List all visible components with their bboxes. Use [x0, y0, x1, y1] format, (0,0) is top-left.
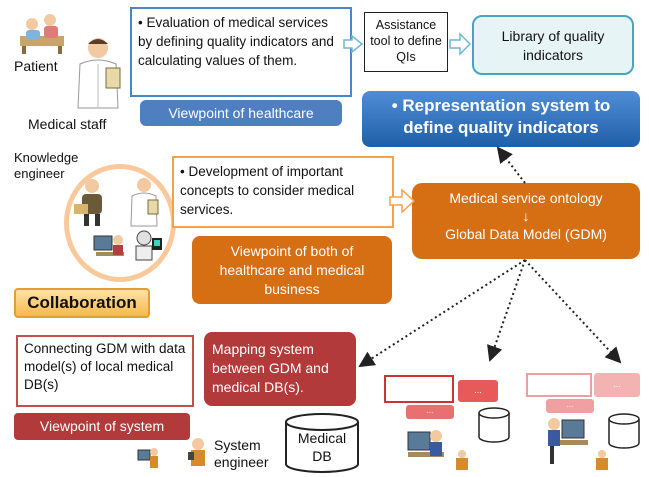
doctor-illustration — [70, 34, 130, 112]
local-engineer-illustration-1 — [452, 448, 472, 472]
viewpoint-system-text: Viewpoint of system — [39, 418, 165, 434]
library-box: Library of quality indicators — [472, 15, 634, 75]
collaboration-badge: Collaboration — [14, 288, 150, 318]
mapping-box: Mapping system between GDM and medical D… — [204, 332, 356, 406]
assistance-tool-text: Assistance tool to define QIs — [370, 18, 442, 64]
viewpoint-system-badge: Viewpoint of system — [14, 413, 190, 440]
engineer-illustration — [70, 176, 116, 228]
robot-illustration — [130, 228, 164, 266]
local-schema-tag-3: ... — [594, 373, 640, 397]
evaluation-box: • Evaluation of medical services by defi… — [130, 7, 352, 97]
representation-box: • Representation system to define qualit… — [362, 91, 640, 147]
dotted-arrow-to-representation — [496, 146, 526, 184]
local-schema-tag-1: ... — [458, 380, 498, 402]
local-db-cylinder-1 — [478, 407, 510, 443]
ellipsis-text-2: ... — [426, 406, 434, 415]
dotted-arrow-to-middle-local — [487, 259, 526, 362]
medical-db-label: Medical DB — [297, 430, 347, 464]
ellipsis-text-1: ... — [474, 385, 482, 395]
arrow-tool-to-library — [449, 32, 472, 56]
system-engineer-label: System engineer — [214, 437, 269, 470]
medical-db-cylinder — [285, 413, 359, 473]
connecting-text: Connecting GDM with data model(s) of loc… — [24, 341, 186, 392]
connecting-box: Connecting GDM with data model(s) of loc… — [16, 335, 194, 407]
knowledge-engineer-label: Knowledge engineer — [14, 150, 79, 181]
system-engineer-illustration-2 — [186, 436, 212, 470]
local-schema-tag-2: ... — [406, 405, 454, 419]
system-engineer-illustration — [136, 446, 162, 472]
ellipsis-text-3: ... — [613, 379, 621, 389]
local-user-illustration-1 — [406, 426, 450, 470]
mapping-text: Mapping system between GDM and medical D… — [212, 341, 329, 395]
evaluation-text: • Evaluation of medical services by defi… — [138, 15, 334, 68]
viewpoint-healthcare-badge: Viewpoint of healthcare — [140, 100, 342, 126]
library-text: Library of quality indicators — [501, 28, 605, 63]
local-schema-box-2 — [526, 373, 592, 397]
local-user-illustration-2 — [540, 412, 592, 468]
local-schema-tag-4: ... — [546, 399, 594, 413]
viewpoint-both-text: Viewpoint of both of healthcare and medi… — [219, 243, 365, 297]
collaboration-text: Collaboration — [27, 293, 137, 312]
viewpoint-both-badge: Viewpoint of both of healthcare and medi… — [192, 236, 392, 304]
assistance-tool-box: Assistance tool to define QIs — [364, 12, 448, 72]
local-schema-box-1 — [384, 375, 454, 403]
ellipsis-text-4: ... — [566, 400, 574, 409]
patient-illustration — [18, 6, 68, 56]
local-db-cylinder-2 — [608, 413, 640, 449]
viewpoint-healthcare-text: Viewpoint of healthcare — [168, 105, 314, 121]
medical-staff-label: Medical staff — [28, 116, 107, 132]
gdm-line: Global Data Model (GDM) — [445, 226, 607, 242]
ontology-line: Medical service ontology — [449, 190, 603, 206]
representation-text: • Representation system to define qualit… — [391, 96, 611, 137]
patient-label: Patient — [14, 58, 58, 74]
ontology-gdm-box: Medical service ontology ↓ Global Data M… — [412, 183, 640, 259]
development-box: • Development of important concepts to c… — [172, 156, 394, 228]
down-arrow-icon: ↓ — [522, 208, 530, 224]
development-text: • Development of important concepts to c… — [180, 164, 355, 217]
staff-illustration-small — [124, 176, 164, 228]
local-engineer-illustration-2 — [592, 448, 612, 472]
dotted-arrow-to-right-local — [524, 259, 622, 364]
computer-user-illustration — [92, 232, 128, 264]
